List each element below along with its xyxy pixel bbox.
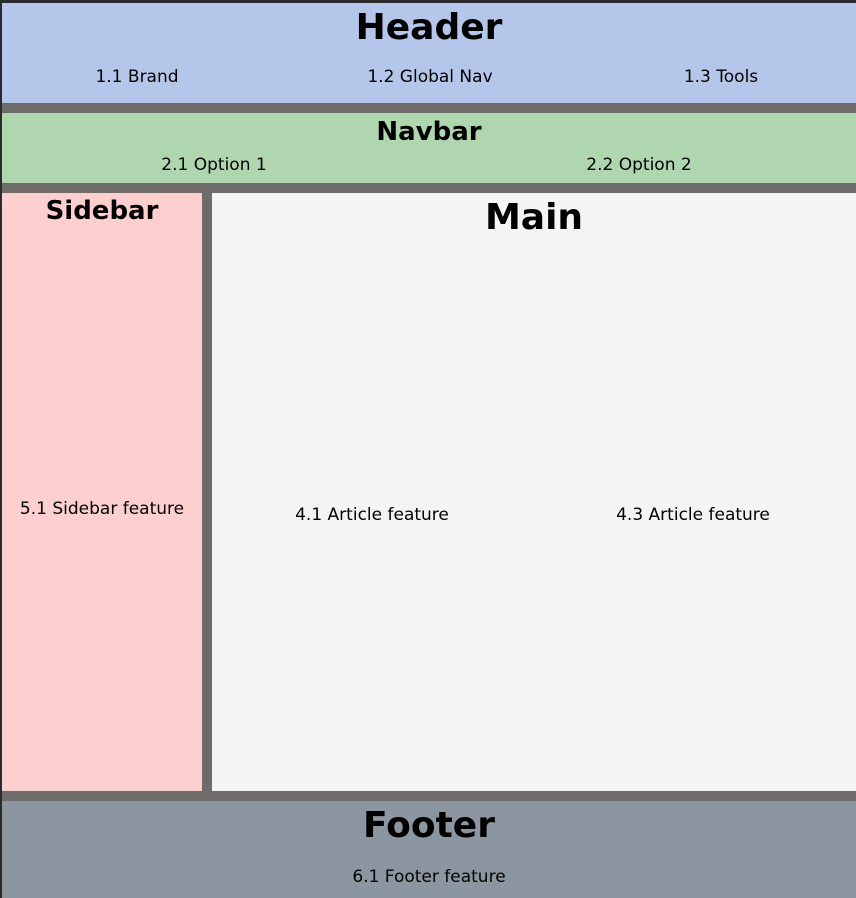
- sidebar-item-feature: 5.1 Sidebar feature: [19, 499, 185, 519]
- main-title: Main: [484, 197, 584, 238]
- sidebar-region: Sidebar 5.1 Sidebar feature: [2, 193, 202, 791]
- main-item-article-4-1: 4.1 Article feature: [295, 505, 449, 525]
- header-region: Header 1.1 Brand 1.2 Global Nav 1.3 Tool…: [2, 3, 856, 103]
- footer-region: Footer 6.1 Footer feature: [2, 801, 856, 898]
- sidebar-title: Sidebar: [45, 196, 159, 226]
- header-title: Header: [355, 7, 503, 48]
- main-region: Main 4.1 Article feature 4.3 Article fea…: [212, 193, 856, 791]
- main-item-article-4-3: 4.3 Article feature: [616, 505, 770, 525]
- footer-title: Footer: [363, 805, 495, 846]
- header-item-brand: 1.1 Brand: [95, 67, 179, 87]
- navbar-item-option-2: 2.2 Option 2: [586, 155, 692, 175]
- navbar-title: Navbar: [376, 117, 482, 147]
- footer-item-feature: 6.1 Footer feature: [352, 867, 506, 887]
- navbar-region: Navbar 2.1 Option 1 2.2 Option 2: [2, 113, 856, 183]
- navbar-item-option-1: 2.1 Option 1: [161, 155, 267, 175]
- header-item-tools: 1.3 Tools: [683, 67, 759, 87]
- header-item-global-nav: 1.2 Global Nav: [367, 67, 493, 87]
